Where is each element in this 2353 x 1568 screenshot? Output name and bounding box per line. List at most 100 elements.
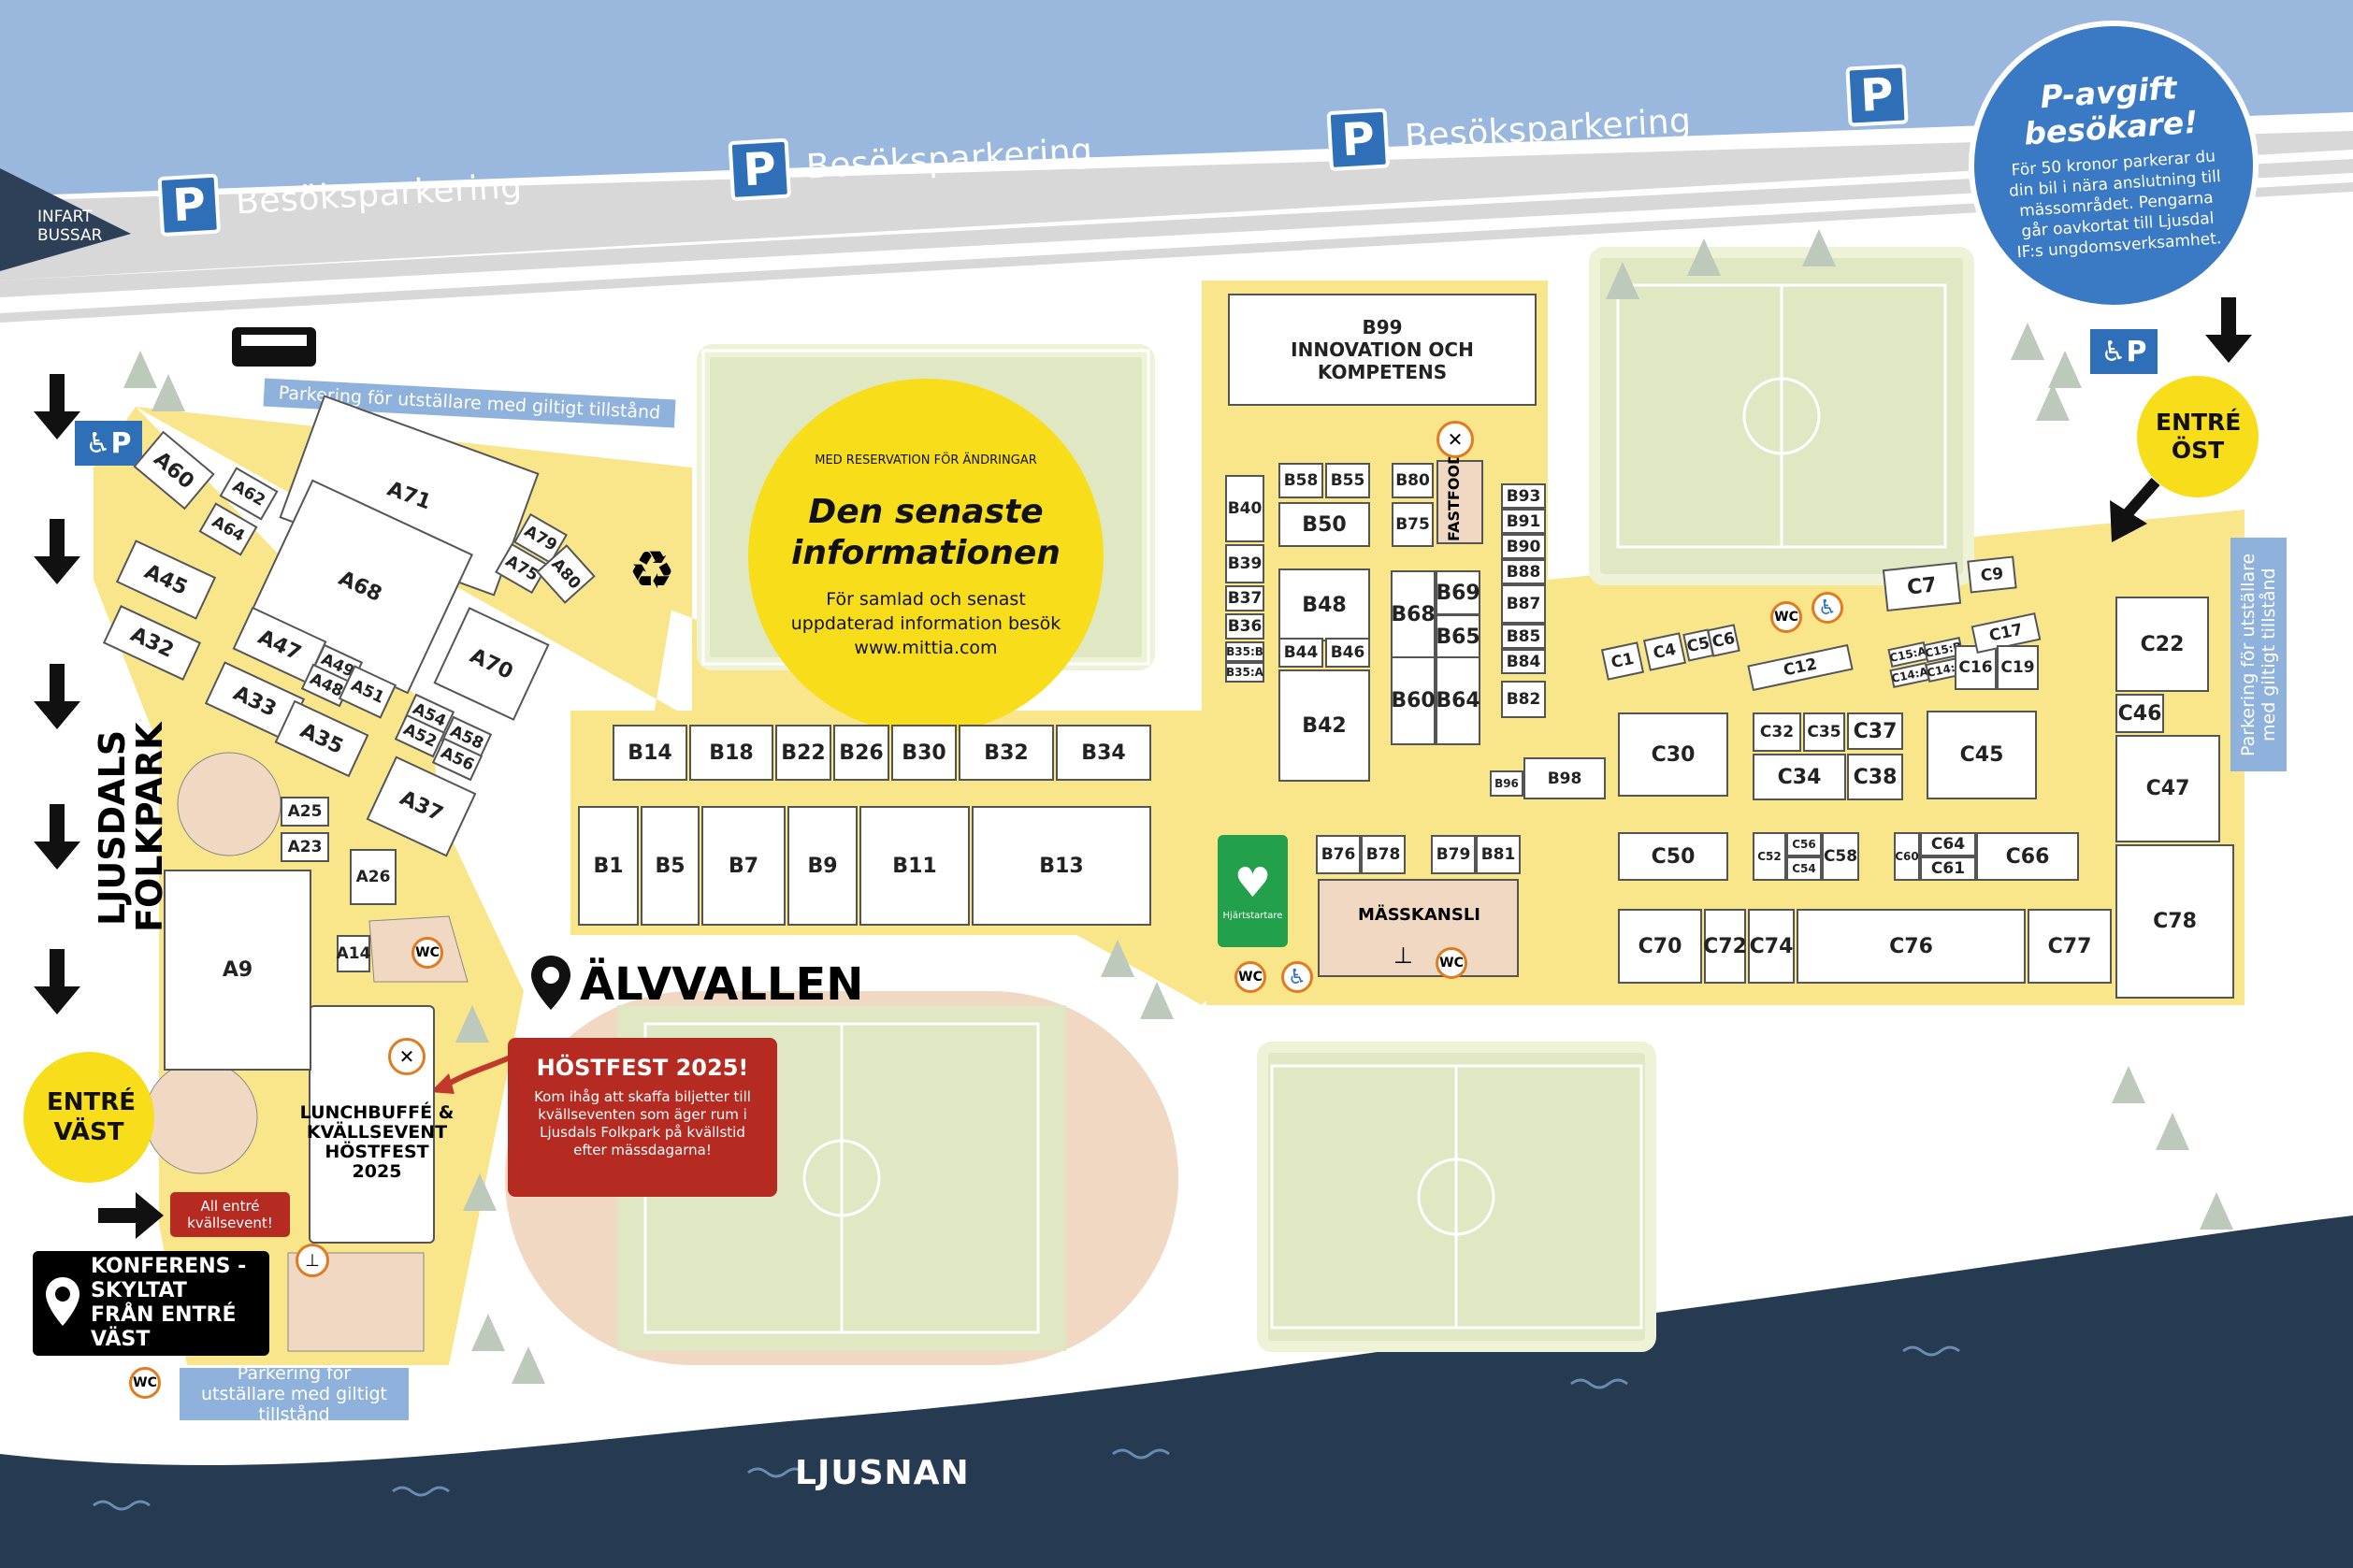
booth-b76[interactable]: B76 bbox=[1316, 835, 1361, 874]
booth-c54[interactable]: C54 bbox=[1786, 856, 1822, 881]
fastfood-stand bbox=[1436, 460, 1483, 544]
booth-a25[interactable]: A25 bbox=[281, 797, 329, 827]
booth-b11[interactable]: B11 bbox=[859, 806, 970, 926]
booth-c52[interactable]: C52 bbox=[1753, 832, 1786, 881]
booth-c9[interactable]: C9 bbox=[1967, 555, 2017, 594]
booth-c66[interactable]: C66 bbox=[1976, 832, 2079, 881]
booth-b26[interactable]: B26 bbox=[833, 725, 889, 781]
booth-c70[interactable]: C70 bbox=[1618, 909, 1702, 984]
booth-b46[interactable]: B46 bbox=[1325, 638, 1370, 668]
booth-b65[interactable]: B65 bbox=[1436, 614, 1480, 659]
booth-c30[interactable]: C30 bbox=[1618, 712, 1728, 797]
booth-b69[interactable]: B69 bbox=[1436, 570, 1480, 615]
booth-c46[interactable]: C46 bbox=[2115, 694, 2164, 733]
wc-icon: WC bbox=[129, 1367, 161, 1399]
recycling-icon: ♻ bbox=[628, 540, 676, 601]
booth-b78[interactable]: B78 bbox=[1361, 835, 1406, 874]
booth-b22[interactable]: B22 bbox=[775, 725, 831, 781]
entrance-east: ENTRÉ ÖST bbox=[2137, 376, 2259, 497]
booth-b5[interactable]: B5 bbox=[641, 806, 700, 926]
heartstarter: ♥ Hjärtstartare bbox=[1218, 835, 1288, 947]
booth-c72[interactable]: C72 bbox=[1703, 909, 1747, 984]
booth-b88[interactable]: B88 bbox=[1501, 559, 1546, 584]
wc-icon: WC bbox=[1234, 961, 1266, 993]
booth-b42[interactable]: B42 bbox=[1278, 669, 1370, 782]
booth-c56[interactable]: C56 bbox=[1786, 832, 1822, 856]
booth-c34[interactable]: C34 bbox=[1753, 754, 1846, 800]
booth-b75[interactable]: B75 bbox=[1392, 502, 1434, 547]
booth-b84[interactable]: B84 bbox=[1501, 649, 1546, 674]
booth-b58[interactable]: B58 bbox=[1278, 463, 1323, 498]
booth-b79[interactable]: B79 bbox=[1431, 835, 1476, 874]
parking-label: Besöksparkering bbox=[1404, 101, 1693, 156]
entrance-west-label: ENTRÉ VÄST bbox=[47, 1088, 137, 1146]
booth-b44[interactable]: B44 bbox=[1278, 638, 1323, 668]
booth-b36[interactable]: B36 bbox=[1225, 613, 1264, 640]
road bbox=[0, 131, 2353, 281]
booth-a23[interactable]: A23 bbox=[281, 832, 329, 862]
booth-b55[interactable]: B55 bbox=[1325, 463, 1370, 498]
booth-b37[interactable]: B37 bbox=[1225, 585, 1264, 611]
booth-a26[interactable]: A26 bbox=[350, 849, 397, 905]
booth-b9[interactable]: B9 bbox=[787, 806, 858, 926]
masskansli bbox=[1318, 879, 1519, 977]
booth-b90[interactable]: B90 bbox=[1501, 534, 1546, 559]
booth-c76[interactable]: C76 bbox=[1797, 909, 2026, 984]
football-field-bottom-right bbox=[1257, 1042, 1656, 1352]
booth-b93[interactable]: B93 bbox=[1501, 483, 1546, 509]
booth-c58[interactable]: C58 bbox=[1822, 832, 1859, 881]
booth-b1[interactable]: B1 bbox=[578, 806, 639, 926]
booth-b40[interactable]: B40 bbox=[1225, 475, 1264, 542]
booth-c7[interactable]: C7 bbox=[1882, 561, 1962, 612]
booth-b32[interactable]: B32 bbox=[959, 725, 1054, 781]
lunch-label: LUNCHBUFFÉ & KVÄLLSEVENT HÖSTFEST 2025 bbox=[299, 1102, 455, 1182]
booth-b87[interactable]: B87 bbox=[1501, 584, 1546, 624]
booth-c74[interactable]: C74 bbox=[1748, 909, 1795, 984]
arrow-down-icon bbox=[34, 664, 80, 729]
info-title: Den senaste informationen bbox=[791, 492, 1061, 572]
booth-b64[interactable]: B64 bbox=[1436, 656, 1480, 745]
booth-b99[interactable]: B99 INNOVATION OCH KOMPETENS bbox=[1228, 294, 1537, 406]
masskansli-label: MÄSSKANSLI bbox=[1357, 905, 1481, 925]
booth-b81[interactable]: B81 bbox=[1476, 835, 1521, 874]
booth-c50[interactable]: C50 bbox=[1618, 832, 1728, 881]
booth-b7[interactable]: B7 bbox=[701, 806, 786, 926]
booth-b35-a[interactable]: B35:A bbox=[1225, 662, 1264, 683]
booth-c45[interactable]: C45 bbox=[1927, 711, 2037, 799]
booth-b82[interactable]: B82 bbox=[1501, 681, 1546, 718]
booth-b18[interactable]: B18 bbox=[689, 725, 773, 781]
booth-b50[interactable]: B50 bbox=[1278, 502, 1370, 547]
booth-a14[interactable]: A14 bbox=[337, 935, 370, 972]
alvvallen-text: ÄLVVALLEN bbox=[580, 958, 864, 1011]
booth-c37[interactable]: C37 bbox=[1847, 712, 1903, 750]
booth-a9[interactable]: A9 bbox=[164, 870, 311, 1071]
booth-c19[interactable]: C19 bbox=[1997, 645, 2039, 690]
booth-b68[interactable]: B68 bbox=[1391, 570, 1436, 659]
booth-c61[interactable]: C61 bbox=[1920, 856, 1976, 881]
booth-b13[interactable]: B13 bbox=[972, 806, 1151, 926]
booth-c16[interactable]: C16 bbox=[1955, 645, 1997, 690]
booth-c47[interactable]: C47 bbox=[2115, 735, 2220, 842]
booth-b91[interactable]: B91 bbox=[1501, 509, 1546, 534]
booth-c60[interactable]: C60 bbox=[1894, 832, 1920, 881]
booth-c78[interactable]: C78 bbox=[2115, 844, 2234, 999]
restaurant-icon: ✕ bbox=[388, 1038, 426, 1075]
booth-c6[interactable]: C6 bbox=[1707, 624, 1740, 657]
booth-c38[interactable]: C38 bbox=[1847, 754, 1903, 800]
booth-b60[interactable]: B60 bbox=[1391, 656, 1436, 745]
booth-c64[interactable]: C64 bbox=[1920, 832, 1976, 856]
booth-b80[interactable]: B80 bbox=[1392, 463, 1434, 498]
booth-b39[interactable]: B39 bbox=[1225, 544, 1264, 583]
booth-b14[interactable]: B14 bbox=[613, 725, 687, 781]
booth-c77[interactable]: C77 bbox=[2028, 909, 2112, 984]
booth-b98[interactable]: B98 bbox=[1523, 757, 1606, 799]
booth-c22[interactable]: C22 bbox=[2115, 597, 2209, 692]
booth-b30[interactable]: B30 bbox=[891, 725, 957, 781]
booth-b96[interactable]: B96 bbox=[1490, 770, 1523, 797]
booth-b35-b[interactable]: B35:B bbox=[1225, 641, 1264, 662]
booth-c35[interactable]: C35 bbox=[1803, 712, 1845, 752]
booth-b48[interactable]: B48 bbox=[1278, 568, 1370, 641]
booth-b34[interactable]: B34 bbox=[1056, 725, 1151, 781]
booth-b85[interactable]: B85 bbox=[1501, 624, 1546, 649]
booth-c32[interactable]: C32 bbox=[1753, 712, 1801, 752]
